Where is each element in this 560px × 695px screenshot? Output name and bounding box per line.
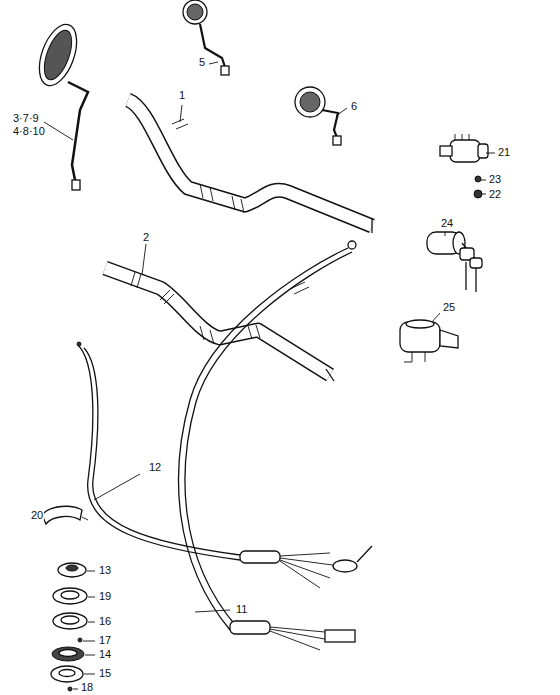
- callout-number: 21: [497, 147, 511, 158]
- callout-number: 14: [98, 649, 112, 660]
- callout-number: 24: [440, 218, 454, 229]
- mirror-5: [183, 0, 229, 75]
- callout-number: 20: [30, 510, 44, 521]
- callout-number: 12: [148, 462, 162, 473]
- switch-21: [440, 134, 488, 198]
- mirror-6: [295, 87, 341, 145]
- handlebar-1: [128, 100, 372, 233]
- left-mirror: [32, 19, 88, 190]
- cable-12: [77, 342, 372, 588]
- callout-number: 18: [80, 682, 94, 693]
- callout-number: 6: [350, 101, 358, 112]
- cable-11: [179, 241, 356, 650]
- callout-number: 3·7·9: [12, 113, 40, 124]
- switch-25: [400, 320, 458, 362]
- callout-number: 25: [442, 302, 456, 313]
- callout-number: 15: [98, 668, 112, 679]
- grommets: [51, 563, 87, 691]
- callout-number: 13: [98, 565, 112, 576]
- handlebar-2: [105, 268, 334, 381]
- callout-number: 11: [235, 604, 248, 615]
- callout-number: 1: [178, 90, 186, 101]
- leader-lines: [44, 62, 495, 689]
- callout-number: 16: [98, 616, 112, 627]
- callout-number: 19: [98, 591, 112, 602]
- callout-number: 2: [142, 232, 150, 243]
- callout-number: 17: [98, 635, 112, 646]
- key-cylinder-24: [427, 232, 482, 292]
- callout-number: 23: [488, 174, 502, 185]
- callout-number: 4·8·10: [12, 126, 46, 137]
- callout-number: 22: [488, 189, 502, 200]
- callout-number: 5: [198, 57, 206, 68]
- clip-20: [42, 506, 82, 524]
